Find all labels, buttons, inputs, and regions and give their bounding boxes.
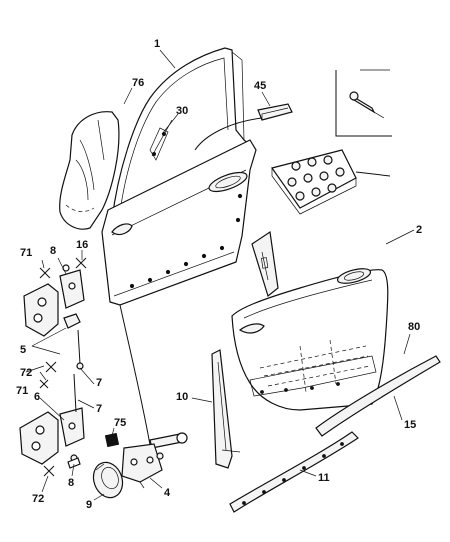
panel-bracket bbox=[251, 230, 279, 298]
callout-10: 10 bbox=[176, 391, 188, 403]
callout-6: 6 bbox=[34, 391, 40, 403]
round-cover-part-9 bbox=[92, 461, 124, 499]
washer-lower bbox=[67, 457, 81, 469]
callout-72-lower: 72 bbox=[32, 493, 44, 505]
callout-labels: 1 2 4 5 6 7 7 8 8 9 10 11 15 16 30 45 71… bbox=[16, 38, 422, 511]
callout-8-lower: 8 bbox=[68, 477, 74, 489]
callout-71-lower: 71 bbox=[16, 385, 28, 397]
waist-seal-part-80 bbox=[315, 355, 441, 437]
callout-8-upper: 8 bbox=[50, 245, 56, 257]
callout-2: 2 bbox=[416, 224, 422, 236]
callout-1: 1 bbox=[154, 38, 160, 50]
door-membrane-part-76 bbox=[59, 111, 120, 230]
clip-detail-inset bbox=[335, 69, 392, 137]
fastener-x-marks bbox=[39, 257, 87, 477]
callout-45: 45 bbox=[254, 80, 266, 92]
door-seal-arc bbox=[194, 117, 263, 151]
check-strap bbox=[149, 432, 188, 449]
door-cable bbox=[119, 304, 151, 446]
hinge-pin-upper bbox=[77, 329, 81, 365]
callout-4: 4 bbox=[164, 487, 171, 499]
callout-80: 80 bbox=[408, 321, 420, 333]
front-door-shell-part-1 bbox=[101, 47, 257, 306]
hinge-pin-lower bbox=[73, 373, 77, 413]
callout-75: 75 bbox=[114, 417, 126, 429]
leader-lines bbox=[25, 49, 415, 501]
callout-7-upper: 7 bbox=[96, 377, 102, 389]
callout-11: 11 bbox=[318, 472, 330, 484]
callout-76: 76 bbox=[132, 77, 144, 89]
callout-72-upper: 72 bbox=[20, 367, 32, 379]
callout-9: 9 bbox=[86, 499, 92, 511]
callout-16: 16 bbox=[76, 239, 88, 251]
callout-30: 30 bbox=[176, 105, 188, 117]
callout-7-lower: 7 bbox=[96, 403, 102, 415]
sill-strip-part-11 bbox=[229, 431, 359, 513]
callout-5: 5 bbox=[20, 344, 26, 356]
door-lock-part-4 bbox=[121, 443, 164, 489]
trim-block-part-45 bbox=[257, 103, 293, 121]
pillar-trim-part-10 bbox=[211, 349, 241, 469]
fastener-kit bbox=[271, 149, 391, 215]
lower-hinge bbox=[19, 407, 85, 465]
plug-part-75 bbox=[104, 432, 120, 448]
callout-71-upper: 71 bbox=[20, 247, 32, 259]
upper-hinge bbox=[23, 264, 85, 337]
door-trim-panel-part-2 bbox=[231, 268, 389, 411]
callout-15: 15 bbox=[404, 419, 416, 431]
